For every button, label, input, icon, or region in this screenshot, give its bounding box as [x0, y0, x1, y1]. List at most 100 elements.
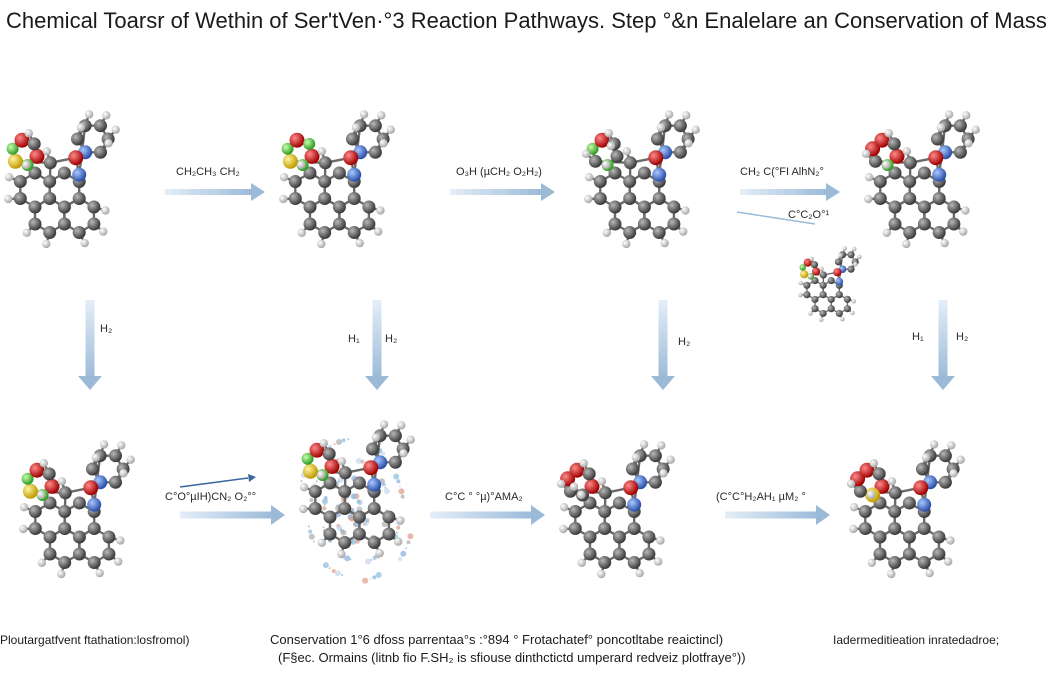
- atom-h: [882, 228, 891, 237]
- atom-c: [642, 530, 656, 544]
- atom-h: [37, 558, 46, 567]
- particle: [383, 488, 390, 495]
- atom-h: [659, 469, 668, 478]
- atom-h: [857, 254, 862, 260]
- atom-h: [631, 453, 641, 462]
- atom-c: [888, 505, 902, 518]
- atom-c: [362, 217, 376, 231]
- atom-c: [873, 192, 887, 205]
- atom-c: [827, 277, 835, 285]
- atom-o: [289, 132, 305, 148]
- atom-f: [301, 452, 314, 465]
- atom-o: [14, 132, 30, 148]
- atom-c: [43, 156, 57, 170]
- atom-c: [362, 200, 376, 214]
- particle: [323, 503, 326, 506]
- atom-c: [803, 291, 811, 299]
- atom-h: [297, 228, 306, 237]
- atom-o: [928, 150, 944, 166]
- atom-c: [835, 291, 843, 299]
- atom-h: [884, 129, 893, 138]
- atom-h: [797, 292, 803, 298]
- atom-h: [597, 569, 606, 579]
- particle: [357, 506, 362, 511]
- molecule-bottom-4: [846, 440, 965, 579]
- atom-h: [902, 239, 911, 249]
- atom-c: [938, 449, 952, 463]
- atom-c: [612, 547, 626, 561]
- atom-c: [332, 166, 346, 180]
- molecule-bottom-1: [19, 440, 135, 579]
- atom-h: [853, 261, 858, 267]
- atom-h: [57, 569, 66, 579]
- particle: [312, 540, 315, 543]
- atom-c: [858, 522, 872, 535]
- atom-h: [317, 147, 327, 156]
- atom-c: [28, 217, 42, 231]
- atom-c: [308, 485, 322, 498]
- atom-c: [57, 217, 71, 231]
- atom-h: [921, 453, 931, 462]
- atom-h: [664, 110, 674, 119]
- atom-h: [962, 111, 971, 120]
- arrow-bottom-3-label: (C°C°H₂AH₁ µM₂ °: [716, 491, 806, 503]
- atom-h: [317, 470, 326, 479]
- atom-c: [382, 527, 396, 541]
- atom-h: [606, 141, 616, 151]
- atom-c: [57, 200, 71, 214]
- atom-c: [843, 305, 851, 313]
- atom-c: [947, 217, 961, 231]
- atom-h: [99, 440, 109, 449]
- particle: [405, 547, 408, 550]
- atom-c: [593, 175, 607, 188]
- atom-c: [827, 295, 835, 303]
- atom-c: [598, 486, 612, 500]
- atom-n: [347, 167, 362, 182]
- atom-h: [581, 149, 591, 158]
- atom-c: [932, 547, 946, 561]
- atom-h: [102, 111, 111, 120]
- atom-h: [864, 194, 873, 204]
- atom-c: [338, 466, 352, 480]
- atom-o: [811, 267, 821, 276]
- atom-c: [598, 505, 612, 518]
- atom-o: [648, 150, 664, 166]
- atom-c: [642, 547, 656, 561]
- down-label-5: H₁: [912, 331, 924, 343]
- atom-h: [351, 123, 361, 132]
- atom-c: [43, 547, 57, 561]
- atom-h: [887, 569, 896, 579]
- atom-c: [352, 510, 366, 524]
- atom-h: [397, 421, 406, 430]
- atom-c: [902, 496, 916, 510]
- atom-o: [83, 480, 99, 496]
- atom-h: [379, 139, 388, 148]
- atom-c: [347, 192, 361, 205]
- atom-h: [39, 459, 48, 468]
- atom-n: [835, 277, 844, 286]
- atom-c: [58, 505, 72, 518]
- atom-h: [337, 549, 346, 559]
- atom-h: [386, 125, 395, 134]
- atom-h: [660, 238, 669, 248]
- diagram-title: Chemical Toarsr of Wethin of Ser'tVen·°3…: [6, 8, 1047, 33]
- atom-c: [953, 145, 967, 159]
- atom-h: [622, 239, 631, 249]
- atom-h: [577, 490, 586, 499]
- atom-h: [851, 246, 857, 252]
- atom-c: [888, 486, 902, 500]
- atom-c: [598, 522, 612, 535]
- atom-c: [847, 265, 855, 273]
- atom-c: [648, 475, 662, 489]
- atom-h: [42, 147, 52, 156]
- atom-o: [859, 462, 875, 478]
- atom-c: [637, 200, 651, 214]
- atom-h: [4, 194, 13, 204]
- atom-h: [635, 568, 644, 578]
- particle: [347, 438, 350, 441]
- atom-c: [366, 442, 379, 456]
- atom-c: [109, 475, 122, 489]
- atom-h: [869, 459, 878, 468]
- arrow-down-2: [365, 300, 389, 390]
- atom-c: [352, 476, 366, 490]
